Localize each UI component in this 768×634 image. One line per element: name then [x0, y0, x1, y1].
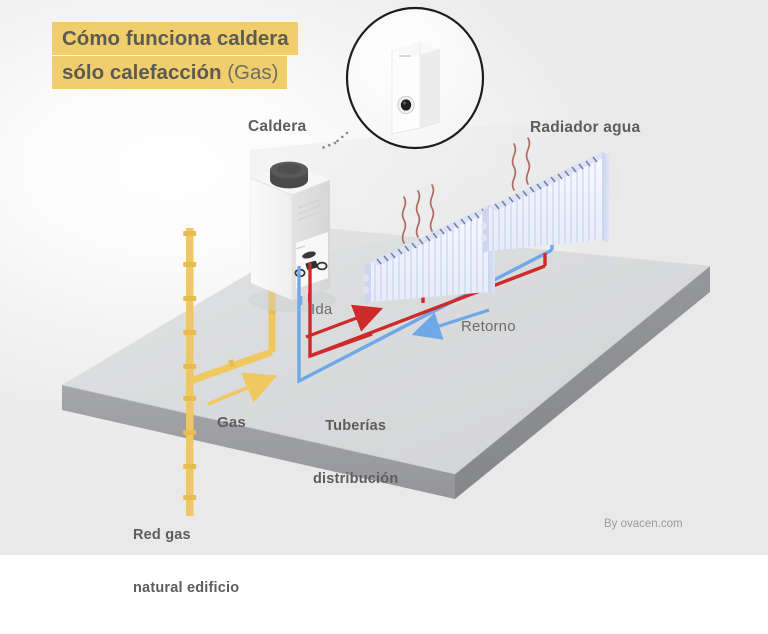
boiler-flue-cap	[270, 161, 308, 189]
label-tuberias-line1: Tuberías	[325, 418, 387, 435]
boiler-control-panel	[294, 232, 328, 289]
heat-waves-front	[401, 184, 435, 244]
gas-flow-arrow	[207, 372, 278, 406]
ground-slab	[61, 228, 711, 499]
title-line-2-bold: sólo calefacción	[62, 61, 228, 84]
label-tuberias-distribucion: Tuberías distribución	[313, 383, 398, 525]
watermark-ovacen: By ovacen.com	[604, 518, 683, 530]
return-arrow	[411, 308, 490, 340]
label-caldera: Caldera	[248, 118, 307, 135]
label-radiador-agua: Radiador agua	[530, 119, 641, 136]
infographic-canvas: Cómo funciona caldera sólo calefacción (…	[0, 0, 768, 596]
label-red-line2: natural edificio	[133, 580, 240, 597]
label-red-line1: Red gas	[133, 527, 191, 544]
isometric-scene	[61, 6, 711, 516]
inset-leader-dots	[320, 131, 349, 150]
gas-riser-pipe	[183, 228, 197, 516]
label-retorno: Retorno	[461, 318, 516, 335]
heat-waves-back	[511, 137, 531, 191]
boiler-vent-slots	[297, 198, 323, 221]
label-gas: Gas	[217, 414, 246, 431]
flow-arrow	[305, 304, 383, 339]
boiler-unit	[248, 161, 336, 312]
title-block: Cómo funciona caldera sólo calefacción (…	[52, 22, 298, 89]
title-line-2: sólo calefacción (Gas)	[52, 56, 288, 89]
title-line-2-soft: (Gas)	[227, 61, 279, 84]
title-line-1: Cómo funciona caldera	[52, 22, 298, 55]
label-red-gas-natural: Red gas natural edificio	[133, 492, 239, 634]
boiler-detail-inset	[345, 6, 485, 150]
label-ida: Ida	[311, 301, 333, 318]
label-tuberias-line2: distribución	[313, 471, 399, 488]
